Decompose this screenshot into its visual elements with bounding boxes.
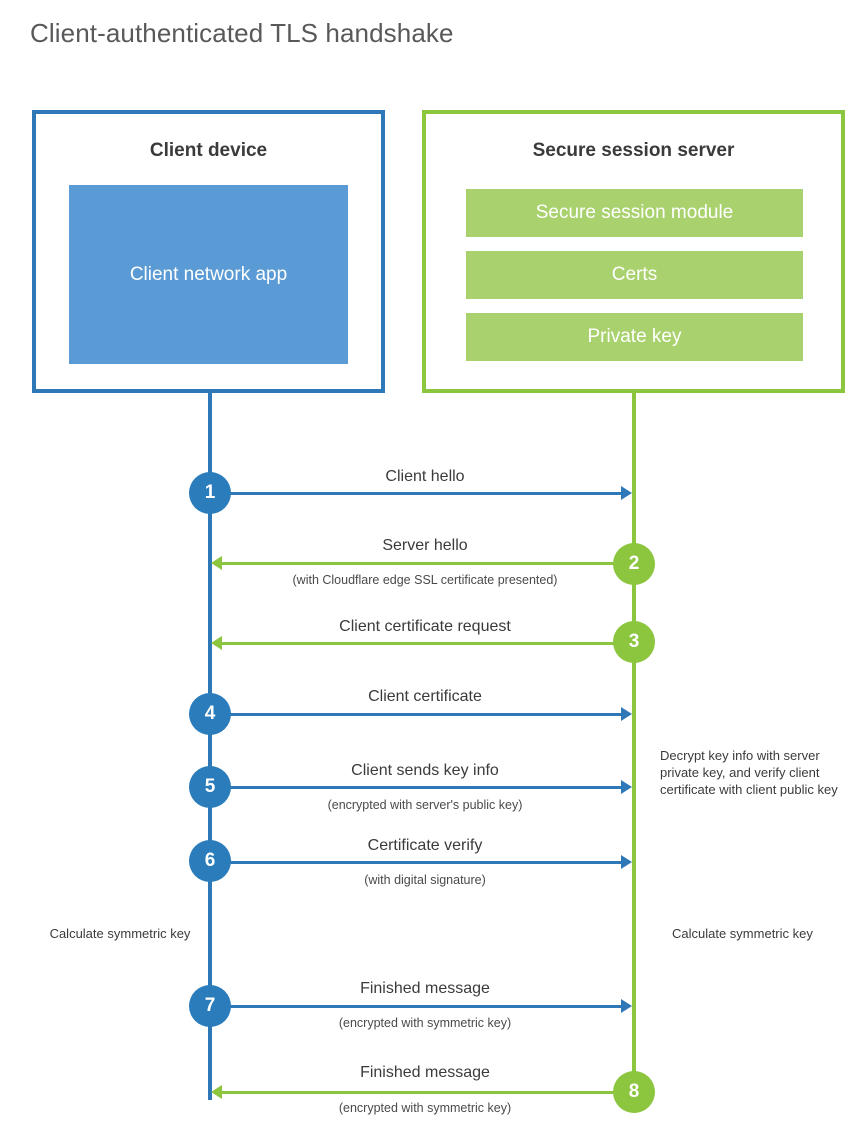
step-3-label: Client certificate request [339,618,511,635]
step-6-circle[interactable]: 6 [189,840,231,882]
step-5-arrow-head-icon [621,780,632,794]
secure-session-server-title: Secure session server [532,140,735,161]
step-5-sublabel: (encrypted with server's public key) [327,798,523,812]
annotation-client-calculate-symmetric-key: Calculate symmetric key [49,926,191,941]
server-component-private-key: Private key [466,313,803,361]
annotation-server-decrypt: Decrypt key info with server private key… [660,748,838,797]
step-5-label: Client sends key info [351,762,499,779]
step-4-arrow-head-icon [621,707,632,721]
step-8-arrow-head-icon [211,1085,222,1099]
step-5-circle[interactable]: 5 [189,766,231,808]
step-1-circle[interactable]: 1 [189,472,231,514]
step-6-label: Certificate verify [367,837,483,854]
step-2-circle[interactable]: 2 [613,543,655,585]
page-title: Client-authenticated TLS handshake [30,18,454,48]
step-4-circle[interactable]: 4 [189,693,231,735]
server-component-certs: Certs [466,251,803,299]
client-network-app-box: Client network app [69,185,348,364]
step-5-arrow-line [210,786,622,789]
step-2-label: Server hello [382,537,468,554]
step-7-arrow-head-icon [621,999,632,1013]
step-2-arrow-line [222,562,622,565]
step-1-label: Client hello [385,468,465,485]
client-lifeline [208,393,212,1100]
step-3-arrow-line [222,642,622,645]
step-6-sublabel: (with digital signature) [364,873,486,887]
step-7-label: Finished message [360,980,490,997]
secure-session-server-box: Secure session server Secure session mod… [422,110,845,393]
step-8-circle[interactable]: 8 [613,1071,655,1113]
annotation-server-calculate-symmetric-key: Calculate symmetric key [672,926,813,941]
step-4-label: Client certificate [368,688,482,705]
step-3-circle[interactable]: 3 [613,621,655,663]
step-1-arrow-head-icon [621,486,632,500]
step-2-arrow-head-icon [211,556,222,570]
step-4-arrow-line [210,713,622,716]
step-6-arrow-line [210,861,622,864]
server-component-secure-session-module: Secure session module [466,189,803,237]
client-device-box: Client device Client network app [32,110,385,393]
step-7-arrow-line [210,1005,622,1008]
step-1-arrow-line [210,492,622,495]
step-8-sublabel: (encrypted with symmetric key) [338,1101,512,1115]
step-8-arrow-line [222,1091,622,1094]
step-6-arrow-head-icon [621,855,632,869]
server-lifeline [632,393,636,1092]
step-3-arrow-head-icon [211,636,222,650]
step-8-label: Finished message [360,1064,490,1081]
step-7-circle[interactable]: 7 [189,985,231,1027]
client-device-title: Client device [149,140,268,161]
step-7-sublabel: (encrypted with symmetric key) [338,1016,512,1030]
step-2-sublabel: (with Cloudflare edge SSL certificate pr… [292,573,558,587]
